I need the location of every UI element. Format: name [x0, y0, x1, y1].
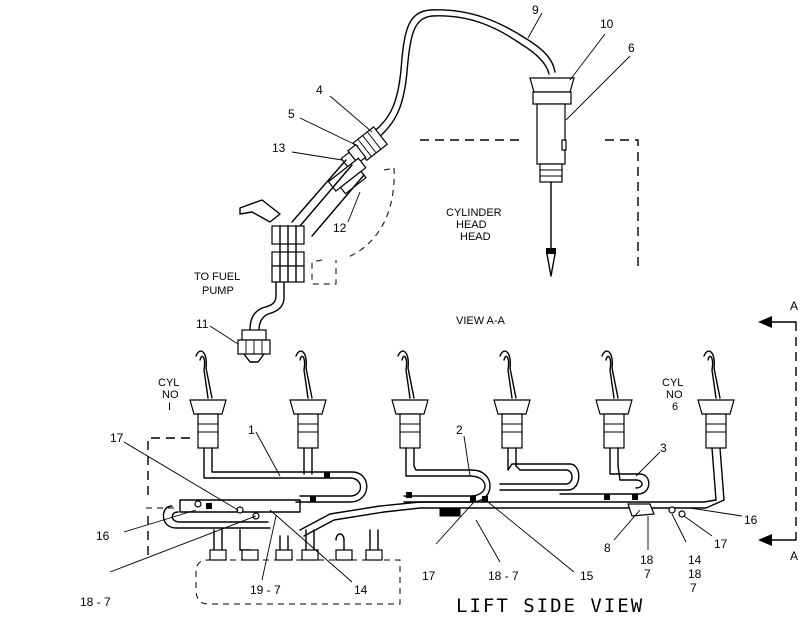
injector-cyl-2 — [289, 350, 327, 475]
callout-7-right: 7 — [644, 567, 651, 581]
callout-15: 15 — [580, 569, 594, 583]
labels: 9 10 6 4 5 13 12 11 CYLINDER HEAD HEAD T… — [80, 3, 798, 617]
callout-16-right: 16 — [744, 513, 758, 527]
callout-10: 10 — [600, 17, 614, 31]
callout-12: 12 — [333, 221, 347, 235]
callout-14-left: 14 — [354, 583, 368, 597]
cylinder-head-label-2: HEAD — [456, 219, 487, 231]
callout-18-7-mid: 18 - 7 — [488, 569, 519, 583]
callout-3: 3 — [660, 441, 667, 455]
callout-11: 11 — [196, 317, 209, 331]
view-aa-label: VIEW A-A — [456, 315, 506, 327]
injector-cyl-6 — [697, 350, 735, 501]
injector-cyl-4 — [493, 350, 531, 471]
callout-8: 8 — [604, 541, 611, 555]
section-a-top: A — [790, 299, 798, 313]
callout-6: 6 — [628, 41, 635, 55]
view-title: LIFT SIDE VIEW — [456, 595, 644, 617]
cyl1-label-1: CYL — [158, 377, 179, 389]
to-fuel-pump-label-2: PUMP — [202, 285, 234, 297]
callout-9: 9 — [532, 3, 539, 17]
injector-cyl-5 — [595, 350, 633, 471]
callout-2: 2 — [456, 423, 463, 437]
cyl6-label-3: 6 — [672, 401, 678, 413]
upper-fuel-line-assembly — [237, 9, 639, 363]
cylinder-head-label-1: CYLINDER — [446, 207, 502, 219]
callout-19-7: 19 - 7 — [250, 583, 281, 597]
callout-7-right-2: 7 — [690, 581, 697, 595]
callout-14-right: 14 — [688, 553, 702, 567]
callout-17-left: 17 — [110, 431, 124, 445]
cylinder-head-label-3: HEAD — [460, 231, 491, 243]
callout-17-mid: 17 — [422, 569, 436, 583]
to-fuel-pump-label-1: TO FUEL — [194, 271, 240, 283]
callout-16-left: 16 — [96, 529, 110, 543]
callout-1: 1 — [248, 423, 255, 437]
callout-4: 4 — [316, 83, 323, 97]
callout-13: 13 — [272, 141, 286, 155]
cyl6-label-2: NO — [666, 389, 683, 401]
callout-17-right: 17 — [714, 537, 728, 551]
callout-18-right-2: 18 — [688, 567, 702, 581]
side-view-assembly — [146, 350, 735, 605]
cyl6-label-1: CYL — [662, 377, 683, 389]
callout-5: 5 — [288, 107, 295, 121]
cyl1-label-2: NO — [162, 389, 179, 401]
callout-leaders — [109, 12, 743, 583]
section-a-markers — [758, 316, 797, 546]
injector-cyl-3 — [391, 350, 429, 471]
callout-18-7-left: 18 - 7 — [80, 595, 111, 609]
section-a-bottom: A — [790, 549, 798, 563]
injector-cyl-1 — [189, 350, 227, 471]
cyl1-label-3: I — [168, 401, 171, 413]
callout-18-right: 18 — [640, 553, 654, 567]
